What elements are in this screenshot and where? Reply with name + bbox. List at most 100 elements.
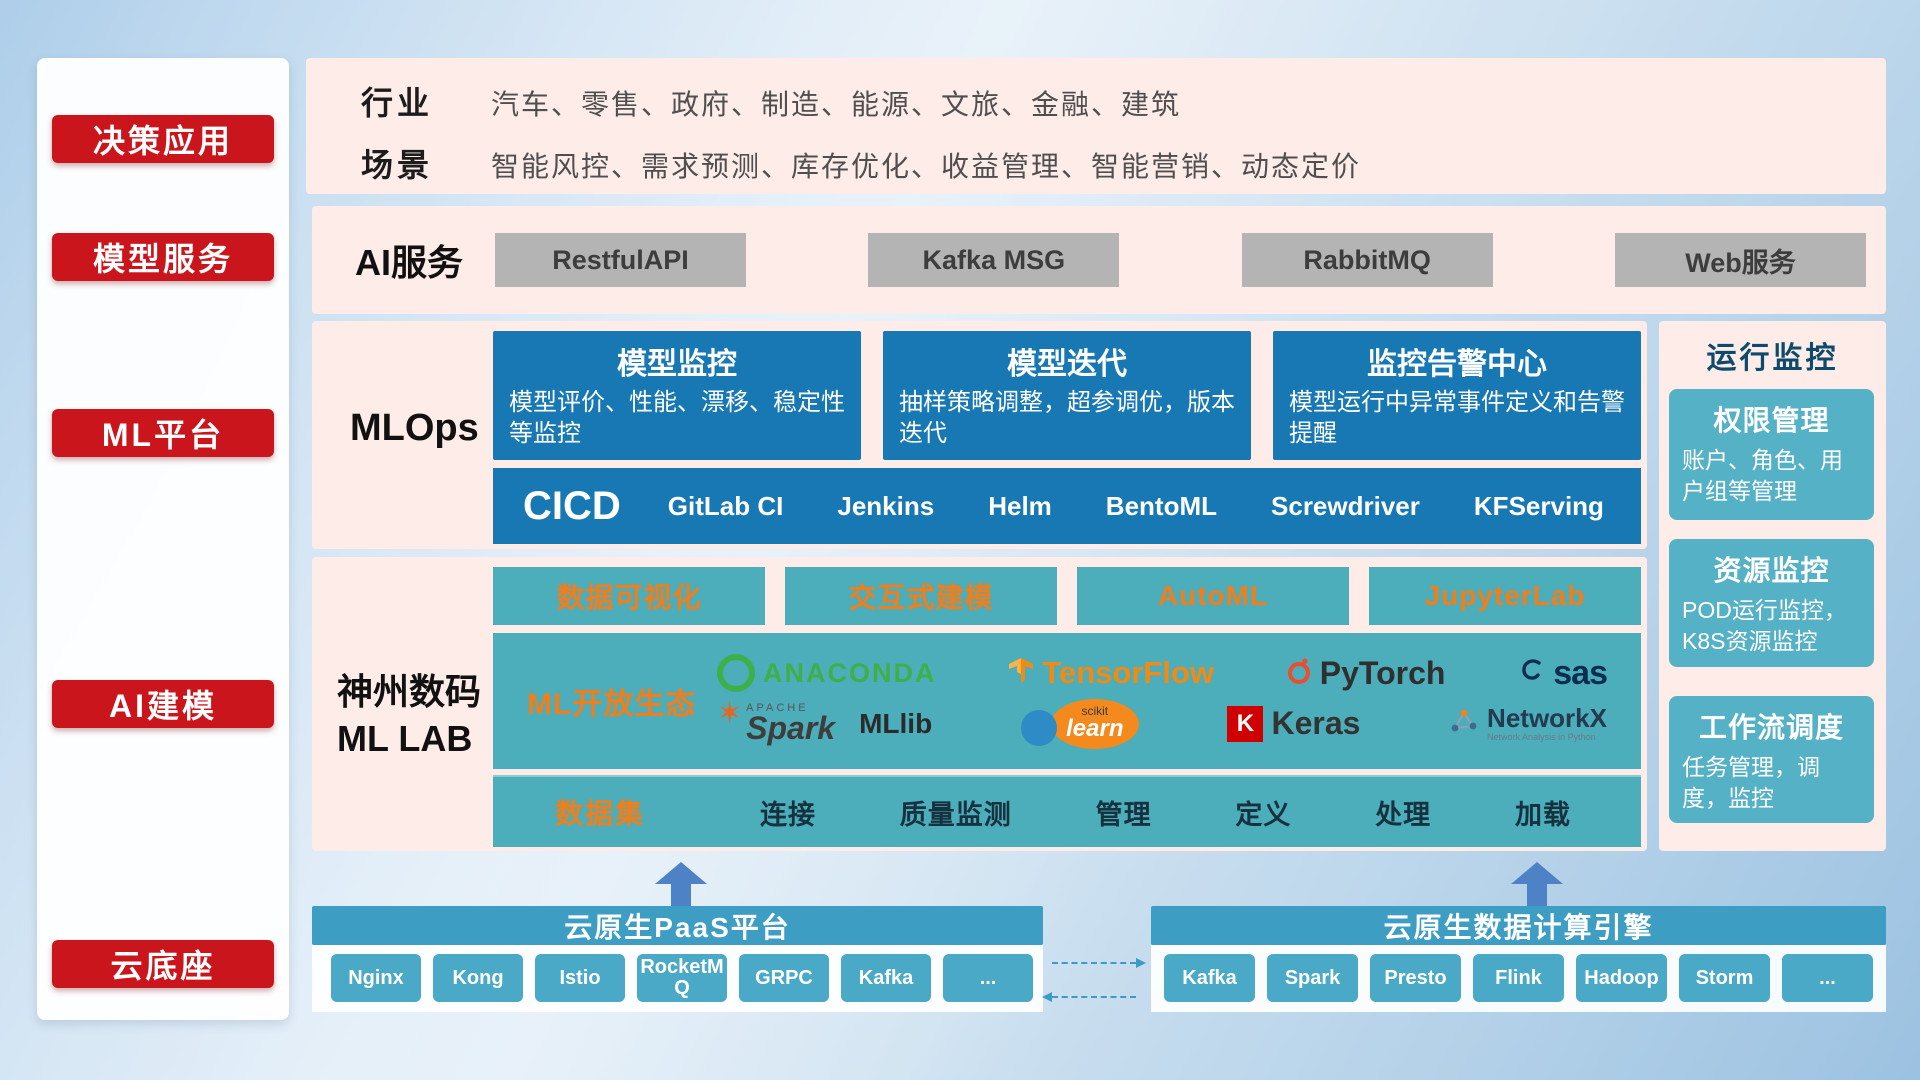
run-monitoring-title: 运行监控 (1706, 342, 1839, 375)
automl-button: AutoML (1077, 567, 1349, 625)
card-desc: 模型评价、性能、漂移、稳定性等监控 (509, 389, 845, 448)
card-title: 资源监控 (1713, 555, 1830, 586)
run-monitoring-panel: 运行监控 权限管理 账户、角色、用户组等管理 资源监控 POD运行监控，K8S资… (1659, 321, 1886, 851)
tool-gitlab-ci: GitLab CI (667, 490, 784, 521)
dashed-arrow-left-icon (1042, 992, 1136, 1002)
hadoop-button: Hadoop (1576, 954, 1667, 1002)
networkx-wordmark: NetworkX Network Analysis in Python (1487, 704, 1607, 742)
left-rail: 决策应用 模型服务 ML平台 AI建模 云底座 (37, 58, 289, 1020)
paas-platform-bar: 云原生PaaS平台 (312, 906, 1043, 945)
grpc-button: GRPC (739, 954, 829, 1002)
dashed-arrow-right-icon (1052, 958, 1146, 968)
mllab-panel: 神州数码 ML LAB 数据可视化 交互式建模 AutoML JupyterLa… (312, 557, 1647, 851)
sas-logo: sas (1517, 653, 1608, 693)
scikit-label: scikit (1081, 704, 1109, 718)
cicd-bar: CICD GitLab CI Jenkins Helm BentoML Scre… (493, 468, 1641, 544)
spark-mllib-logo: ✶ APACHE Spark MLlib (717, 697, 933, 746)
card-desc: 抽样策略调整，超参调优，版本迭代 (899, 389, 1235, 448)
card-title: 监控告警中心 (1367, 348, 1547, 381)
logo-row-1: ANACONDA TensorFlow (717, 653, 1608, 693)
spark-star-icon: ✶ (717, 697, 743, 730)
scikit-learn-logo: scikit learn (1020, 698, 1139, 749)
web-service-button: Web服务 (1614, 233, 1866, 287)
dataset-items: 连接 质量监测 管理 定义 处理 加载 (705, 793, 1641, 832)
mllab-label-line2: ML LAB (337, 717, 473, 759)
storm-button: Storm (1679, 954, 1770, 1002)
pytorch-logo: PyTorch (1286, 654, 1446, 692)
card-title: 模型监控 (617, 348, 737, 381)
scenario-label: 场景 (361, 147, 434, 183)
scikit-blue-icon (1020, 709, 1057, 746)
mllab-label-line1: 神州数码 (337, 671, 482, 712)
tensorflow-wordmark: TensorFlow (1042, 655, 1214, 690)
presto-button: Presto (1370, 954, 1461, 1002)
scenario-value: 智能风控、需求预测、库存优化、收益管理、智能营销、动态定价 (491, 151, 1362, 182)
sidebar-item-cloud-base: 云底座 (52, 940, 274, 988)
keras-icon: K (1227, 705, 1264, 742)
tool-kfserving: KFServing (1473, 490, 1604, 521)
up-arrow-left-icon (655, 862, 707, 906)
rabbitmq-button: RabbitMQ (1241, 233, 1493, 287)
mlops-panel: MLOps 模型监控 模型评价、性能、漂移、稳定性等监控 模型迭代 抽样策略调整… (312, 321, 1647, 549)
scikit-orange-icon: scikit learn (1050, 698, 1139, 749)
up-arrow-right-icon (1511, 862, 1563, 906)
interactive-modeling-button: 交互式建模 (785, 567, 1057, 625)
spark-wordmark: APACHE Spark (746, 703, 836, 746)
dataset-label: 数据集 (555, 798, 646, 829)
permission-mgmt-card: 权限管理 账户、角色、用户组等管理 (1669, 389, 1874, 520)
logo-row-2: ✶ APACHE Spark MLlib scikit learn (717, 697, 1607, 749)
spark-word: Spark (746, 710, 836, 746)
industry-row: 行业 汽车、零售、政府、制造、能源、文旅、金融、建筑 (361, 78, 1181, 124)
workflow-scheduling-card: 工作流调度 任务管理，调度，监控 (1669, 696, 1874, 823)
cicd-label: CICD (523, 483, 621, 528)
dataset-item-define: 定义 (1235, 799, 1292, 830)
tool-jenkins: Jenkins (837, 490, 935, 521)
ml-ecosystem-label: ML开放生态 (527, 688, 697, 721)
ml-ecosystem-box: ML开放生态 ANACONDA TensorFl (493, 633, 1641, 769)
sidebar-item-model-service: 模型服务 (52, 233, 274, 281)
card-desc: 账户、角色、用户组等管理 (1682, 447, 1843, 505)
resource-monitoring-card: 资源监控 POD运行监控，K8S资源监控 (1669, 539, 1874, 667)
industry-scenario-panel: 行业 汽车、零售、政府、制造、能源、文旅、金融、建筑 场景 智能风控、需求预测、… (306, 58, 1886, 194)
sidebar-item-ai-modeling: AI建模 (52, 680, 274, 728)
networkx-tagline: Network Analysis in Python (1487, 731, 1596, 742)
kafka-engine-button: Kafka (1164, 954, 1255, 1002)
ai-service-panel: AI服务 RestfulAPI Kafka MSG RabbitMQ Web服务 (312, 206, 1886, 314)
ecosystem-logos: ANACONDA TensorFlow (717, 654, 1641, 749)
sas-wordmark: sas (1553, 653, 1608, 692)
nginx-button: Nginx (331, 954, 421, 1002)
tool-helm: Helm (988, 490, 1052, 521)
mllib-wordmark: MLlib (859, 707, 933, 739)
engine-components-strip: Kafka Spark Presto Flink Hadoop Storm ..… (1151, 945, 1886, 1012)
mlops-cards: 模型监控 模型评价、性能、漂移、稳定性等监控 模型迭代 抽样策略调整，超参调优，… (493, 331, 1641, 460)
rocketmq-button: RocketMQ (637, 954, 727, 1002)
data-engine-bar: 云原生数据计算引擎 (1151, 906, 1886, 945)
anaconda-icon (717, 654, 755, 692)
card-title: 模型迭代 (1007, 348, 1127, 381)
industry-value: 汽车、零售、政府、制造、能源、文旅、金融、建筑 (491, 89, 1182, 120)
dataset-item-connect: 连接 (760, 799, 816, 830)
spark-engine-button: Spark (1267, 954, 1358, 1002)
card-title: 权限管理 (1713, 405, 1830, 436)
anaconda-wordmark: ANACONDA (763, 657, 937, 688)
tensorflow-logo: TensorFlow (1008, 655, 1214, 691)
mllab-label: 神州数码 ML LAB (337, 669, 481, 763)
data-visualization-button: 数据可视化 (493, 567, 765, 625)
dataset-item-quality: 质量监测 (899, 799, 1012, 830)
flink-button: Flink (1473, 954, 1564, 1002)
industry-label: 行业 (361, 85, 434, 121)
scenario-row: 场景 智能风控、需求预测、库存优化、收益管理、智能营销、动态定价 (361, 140, 1361, 186)
kafka-button: Kafka (841, 954, 931, 1002)
networkx-word: NetworkX (1487, 703, 1607, 734)
model-iteration-card: 模型迭代 抽样策略调整，超参调优，版本迭代 (883, 331, 1251, 460)
arrow-head (655, 862, 707, 884)
pytorch-wordmark: PyTorch (1319, 654, 1446, 691)
dataset-bar: 数据集 连接 质量监测 管理 定义 处理 加载 (493, 775, 1641, 847)
arrow-head (1042, 992, 1052, 1002)
tool-screwdriver: Screwdriver (1271, 490, 1420, 521)
alert-center-card: 监控告警中心 模型运行中异常事件定义和告警提醒 (1273, 331, 1641, 460)
cicd-tools: GitLab CI Jenkins Helm BentoML Screwdriv… (621, 491, 1641, 522)
learn-label: learn (1066, 715, 1124, 742)
anaconda-logo: ANACONDA (717, 654, 937, 692)
